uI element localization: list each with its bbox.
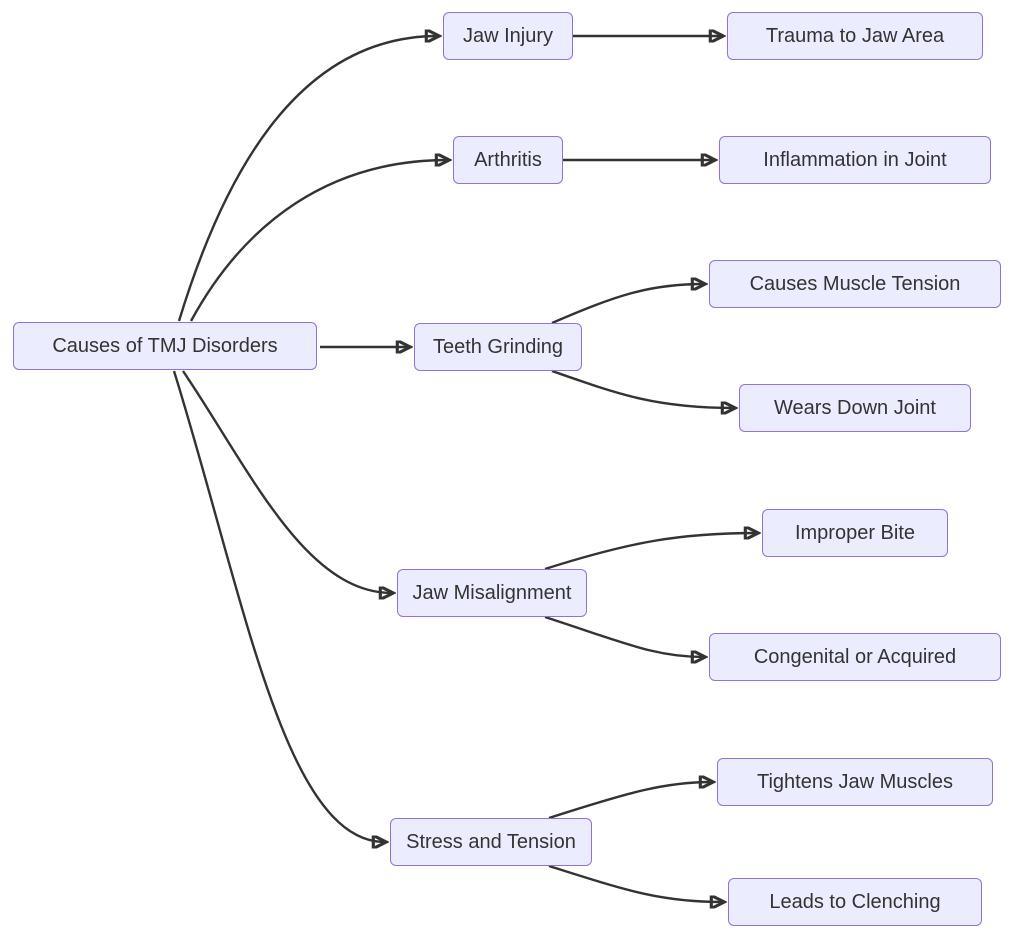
edge-teeth-grinding-to-wears-joint bbox=[551, 369, 734, 408]
node-causes-of-tmj-disorders: Causes of TMJ Disorders bbox=[13, 322, 317, 370]
edge-teeth-grinding-to-muscle-tension bbox=[551, 284, 704, 325]
node-jaw-misalignment: Jaw Misalignment bbox=[397, 569, 587, 617]
node-causes-muscle-tension: Causes Muscle Tension bbox=[709, 260, 1001, 308]
node-jaw-injury: Jaw Injury bbox=[443, 12, 573, 60]
node-inflammation-in-joint: Inflammation in Joint bbox=[719, 136, 991, 184]
edge-causes-to-jaw-injury bbox=[177, 36, 438, 322]
edge-causes-to-stress bbox=[172, 370, 385, 842]
edge-stress-to-tightens bbox=[548, 782, 712, 820]
node-wears-down-joint: Wears Down Joint bbox=[739, 384, 971, 432]
edge-causes-to-arthritis bbox=[189, 160, 448, 322]
edge-jaw-misalignment-to-improper-bite bbox=[544, 533, 757, 571]
node-stress-and-tension: Stress and Tension bbox=[390, 818, 592, 866]
edge-causes-to-jaw-misalignment bbox=[182, 370, 392, 593]
node-teeth-grinding: Teeth Grinding bbox=[414, 323, 582, 371]
node-congenital-or-acquired: Congenital or Acquired bbox=[709, 633, 1001, 681]
node-tightens-jaw-muscles: Tightens Jaw Muscles bbox=[717, 758, 993, 806]
node-improper-bite: Improper Bite bbox=[762, 509, 948, 557]
edge-jaw-misalignment-to-congenital bbox=[544, 615, 704, 657]
node-trauma-to-jaw-area: Trauma to Jaw Area bbox=[727, 12, 983, 60]
node-arthritis: Arthritis bbox=[453, 136, 563, 184]
node-leads-to-clenching: Leads to Clenching bbox=[728, 878, 982, 926]
edge-stress-to-clenching bbox=[548, 864, 723, 902]
